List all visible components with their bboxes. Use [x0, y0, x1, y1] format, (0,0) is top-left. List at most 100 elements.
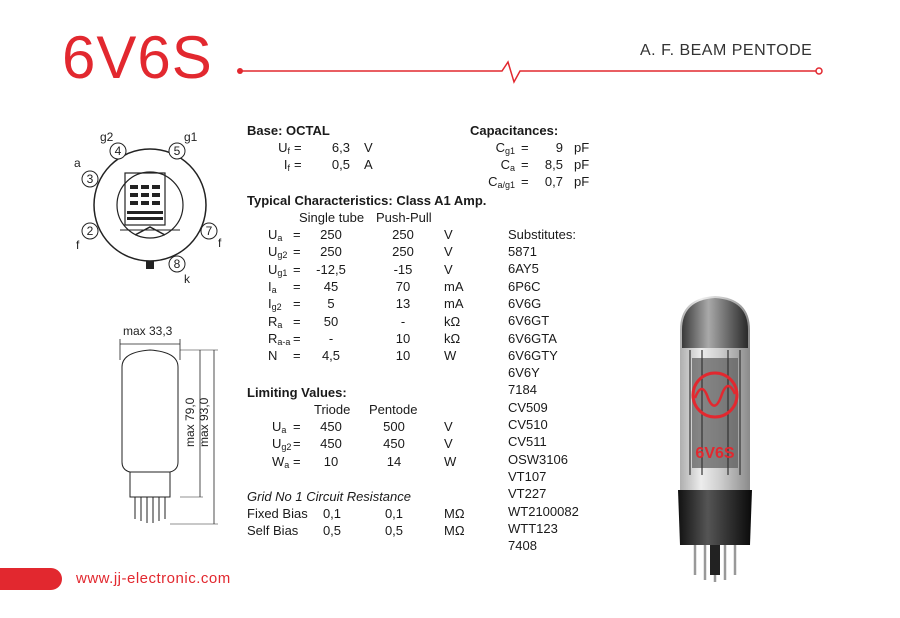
grid-unit: MΩ — [444, 523, 465, 538]
eq: = — [294, 140, 302, 155]
param-value: -12,5 — [316, 261, 346, 277]
param-symbol: Ug2 — [268, 244, 288, 261]
eq: = — [293, 278, 301, 294]
param-unit: kΩ — [444, 330, 461, 346]
param-value: 14 — [386, 453, 402, 469]
param-value: 250 — [320, 227, 342, 242]
pin-label: a — [74, 156, 81, 170]
eq: = — [293, 261, 301, 277]
param-symbol: Ug1 — [268, 261, 288, 278]
grid-value: 0,1 — [322, 506, 342, 521]
param-symbol: Ug2 — [272, 436, 292, 453]
cap-unit: pF — [574, 140, 590, 155]
param-unit: V — [444, 244, 453, 260]
eq: = — [521, 174, 529, 189]
param-value: 250 — [320, 244, 342, 260]
eq: = — [293, 330, 301, 346]
substitute-item: WTT123 — [508, 520, 558, 536]
grid-value: 0,5 — [384, 523, 404, 538]
grid-heading: Grid No 1 Circuit Resistance — [247, 489, 411, 504]
tube-type-subtitle: A. F. BEAM PENTODE — [640, 42, 813, 59]
param-unit: mA — [444, 278, 464, 294]
total-height-label: max 93,0 — [197, 397, 211, 447]
param-unit: W — [444, 348, 457, 364]
limiting-heading: Limiting Values: — [247, 385, 347, 400]
jj-logo — [691, 371, 739, 419]
grid-value: 0,1 — [384, 506, 404, 521]
dimension-drawing: max 33,3 max 79,0 max 93,0 — [119, 324, 218, 525]
pin-label: f — [218, 236, 222, 250]
param-value: 250 — [392, 227, 414, 242]
param-unit: V — [444, 419, 453, 434]
substitute-item: 7184 — [508, 382, 537, 398]
param-value: 45 — [323, 278, 339, 294]
param-value: 500 — [383, 419, 405, 434]
base-unit: A — [364, 157, 373, 172]
pin-number: 4 — [115, 144, 122, 158]
param-value: 450 — [320, 436, 342, 452]
cap-unit: pF — [574, 157, 590, 172]
param-value: 10 — [323, 453, 339, 469]
eq: = — [293, 227, 301, 242]
substitute-item: WT2100082 — [508, 503, 579, 519]
param-symbol: Ig2 — [268, 296, 282, 313]
param-value: -15 — [393, 261, 413, 277]
param-unit: mA — [444, 296, 464, 312]
eq: = — [294, 157, 302, 172]
substitute-item: VT227 — [508, 486, 547, 502]
pin-number: 5 — [174, 144, 181, 158]
eq: = — [293, 419, 301, 434]
param-unit: V — [444, 261, 453, 277]
eq: = — [293, 348, 301, 364]
cap-symbol: Cg1 — [495, 140, 515, 156]
param-unit: V — [444, 436, 453, 452]
grid-row-label: Self Bias — [247, 523, 299, 538]
grid-row-label: Fixed Bias — [247, 506, 308, 521]
body-height-label: max 79,0 — [183, 397, 197, 447]
pin-label: k — [184, 272, 191, 286]
eq: = — [293, 296, 301, 312]
param-value: 50 — [323, 313, 339, 329]
param-value: 10 — [395, 330, 411, 346]
substitute-item: 6V6GTY — [508, 347, 558, 363]
eq: = — [293, 436, 301, 452]
header-pulse-line — [237, 60, 823, 84]
col-push-pull: Push-Pull — [376, 210, 432, 225]
pin-label: g1 — [184, 130, 198, 144]
pin-number: 7 — [206, 224, 213, 238]
cap-value: 0,7 — [544, 174, 563, 189]
param-value: - — [400, 313, 406, 329]
eq: = — [521, 157, 529, 172]
tube-label: 6V6S — [695, 445, 734, 462]
param-value: 450 — [383, 436, 405, 452]
base-symbol: If — [283, 157, 290, 173]
param-unit: kΩ — [444, 313, 461, 329]
col-single-tube: Single tube — [299, 210, 365, 225]
base-unit: V — [364, 140, 373, 155]
param-value: 10 — [395, 348, 411, 364]
substitute-item: VT107 — [508, 468, 547, 484]
page-title: 6V6S — [62, 24, 213, 91]
pin-number: 2 — [87, 224, 94, 238]
param-value: 4,5 — [321, 348, 341, 364]
eq: = — [521, 140, 529, 155]
param-value: 13 — [395, 296, 411, 312]
cap-value: 8,5 — [544, 157, 563, 172]
col-triode: Triode — [314, 402, 351, 417]
website-link[interactable]: www.jj-electronic.com — [76, 570, 231, 587]
eq: = — [293, 244, 301, 260]
substitute-item: CV511 — [508, 434, 547, 450]
param-unit: W — [444, 453, 457, 469]
param-symbol: Ia — [268, 278, 277, 295]
substitute-item: CV509 — [508, 399, 548, 415]
grid-value: 0,5 — [322, 523, 342, 538]
cap-unit: pF — [574, 174, 590, 189]
typical-heading: Typical Characteristics: Class A1 Amp. — [247, 193, 487, 208]
cap-symbol: Ca/g1 — [488, 174, 515, 190]
pinout-diagram: 4 5 3 2 7 8 g2 g1 a f f k — [74, 130, 222, 286]
substitute-item: 6V6GT — [508, 313, 550, 329]
substitute-item: 6V6GTA — [508, 330, 557, 346]
param-symbol: Wa — [272, 453, 290, 470]
param-value: 70 — [395, 278, 411, 294]
